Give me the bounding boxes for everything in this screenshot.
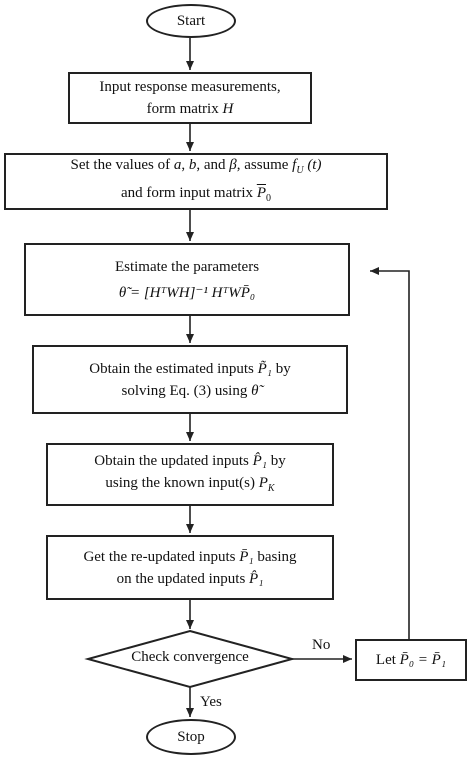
obtain-estimated-inputs-box: Obtain the estimated inputs P̃₁ by solvi… (32, 345, 348, 414)
set-values-box: Set the values of a, b, and β, assume fU… (4, 153, 388, 210)
yes-label: Yes (200, 694, 222, 710)
box4-line1: Obtain the estimated inputs P̃₁ by (89, 360, 291, 377)
box5-line1: Obtain the updated inputs P̂₁ by (94, 452, 286, 469)
box3-formula: θ̃ = [HᵀWH]⁻¹ HᵀWP̄₀ (118, 284, 256, 301)
box2-line2: and form input matrix P0 (121, 184, 271, 204)
box6-line2: on the updated inputs P̂₁ (116, 570, 264, 587)
stop-label: Stop (177, 728, 205, 745)
let-line: Let P̄₀ = P̄₁ (375, 652, 447, 668)
obtain-updated-inputs-box: Obtain the updated inputs P̂₁ by using t… (46, 443, 334, 506)
re-updated-inputs-box: Get the re-updated inputs P̄₁ basing on … (46, 535, 334, 600)
box5-line2: using the known input(s) PK (105, 474, 275, 494)
no-label: No (312, 637, 331, 653)
input-measurements-box: Input response measurements, form matrix… (68, 72, 312, 124)
box4-line2: solving Eq. (3) using θ̃ (121, 382, 259, 399)
estimate-parameters-box: Estimate the parameters θ̃ = [HᵀWH]⁻¹ Hᵀ… (24, 243, 350, 316)
start-terminal: Start (146, 4, 236, 38)
decision-diamond (84, 629, 296, 689)
stop-terminal: Stop (146, 719, 236, 755)
loop-back-line (370, 267, 410, 639)
box1-line2: form matrix H (146, 101, 234, 117)
box3-line1: Estimate the parameters (114, 258, 260, 275)
box6-line1: Get the re-updated inputs P̄₁ basing (83, 548, 297, 565)
start-label: Start (176, 12, 206, 29)
box1-line1: Input response measurements, (99, 79, 281, 95)
let-assignment-box: Let P̄₀ = P̄₁ (355, 639, 467, 681)
decision-label: Check convergence (131, 649, 249, 665)
box2-line1: Set the values of a, b, and β, assume fU… (70, 156, 322, 176)
